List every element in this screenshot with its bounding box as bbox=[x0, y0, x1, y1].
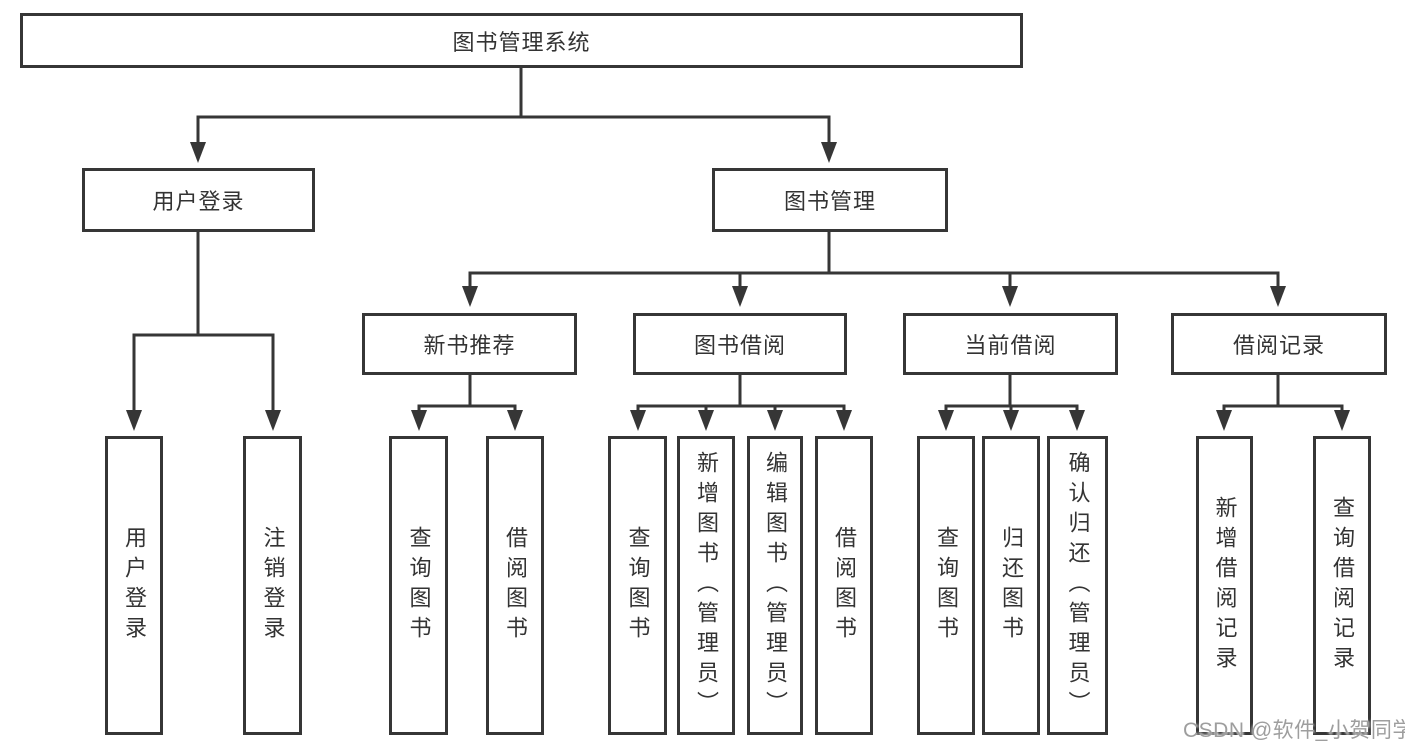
node-label: 查询借阅记录 bbox=[1330, 495, 1355, 676]
node-label: 新增图书（管理员） bbox=[694, 450, 719, 721]
leaf-add-book-admin: 新增图书（管理员） bbox=[677, 436, 735, 735]
node-label: 编辑图书（管理员） bbox=[763, 450, 788, 721]
node-label: 当前借阅 bbox=[964, 333, 1057, 358]
node-label: 借阅图书 bbox=[832, 525, 857, 646]
node-user-login: 用户登录 bbox=[82, 168, 315, 232]
node-label: 图书借阅 bbox=[693, 333, 786, 358]
leaf-query-borrow-record: 查询借阅记录 bbox=[1313, 436, 1371, 735]
node-current-borrowing: 当前借阅 bbox=[903, 313, 1118, 375]
node-label: 图书管理系统 bbox=[452, 29, 591, 55]
node-label: 新书推荐 bbox=[423, 333, 516, 358]
node-label: 查询图书 bbox=[934, 525, 959, 646]
node-label: 用户登录 bbox=[122, 525, 147, 646]
leaf-confirm-return-admin: 确认归还（管理员） bbox=[1047, 436, 1108, 735]
node-root-system: 图书管理系统 bbox=[20, 13, 1023, 68]
node-new-book-recommend: 新书推荐 bbox=[362, 313, 577, 375]
leaf-user-login: 用户登录 bbox=[105, 436, 163, 735]
node-label: 注销登录 bbox=[260, 525, 286, 646]
leaf-return-book: 归还图书 bbox=[982, 436, 1040, 735]
node-label: 查询图书 bbox=[406, 525, 432, 646]
node-label: 用户登录 bbox=[152, 189, 245, 214]
leaf-edit-book-admin: 编辑图书（管理员） bbox=[747, 436, 803, 735]
leaf-query-books-borrowing: 查询图书 bbox=[608, 436, 667, 735]
leaf-add-borrow-record: 新增借阅记录 bbox=[1196, 436, 1253, 735]
node-label: 借阅记录 bbox=[1232, 333, 1325, 358]
leaf-query-books-current: 查询图书 bbox=[917, 436, 975, 735]
node-label: 确认归还（管理员） bbox=[1065, 450, 1091, 721]
node-borrowing-records: 借阅记录 bbox=[1171, 313, 1387, 375]
node-label: 归还图书 bbox=[999, 525, 1024, 646]
leaf-borrow-books-borrowing: 借阅图书 bbox=[815, 436, 873, 735]
node-label: 新增借阅记录 bbox=[1212, 495, 1238, 676]
node-label: 借阅图书 bbox=[503, 525, 528, 646]
leaf-query-books-recommend: 查询图书 bbox=[389, 436, 448, 735]
node-label: 查询图书 bbox=[625, 525, 651, 646]
csdn-watermark: CSDN @软件_小贺同学 bbox=[1183, 719, 1405, 742]
node-book-borrowing: 图书借阅 bbox=[633, 313, 847, 375]
leaf-borrow-books-recommend: 借阅图书 bbox=[486, 436, 544, 735]
leaf-logout: 注销登录 bbox=[243, 436, 302, 735]
node-book-management: 图书管理 bbox=[712, 168, 948, 232]
node-label: 图书管理 bbox=[783, 189, 876, 214]
